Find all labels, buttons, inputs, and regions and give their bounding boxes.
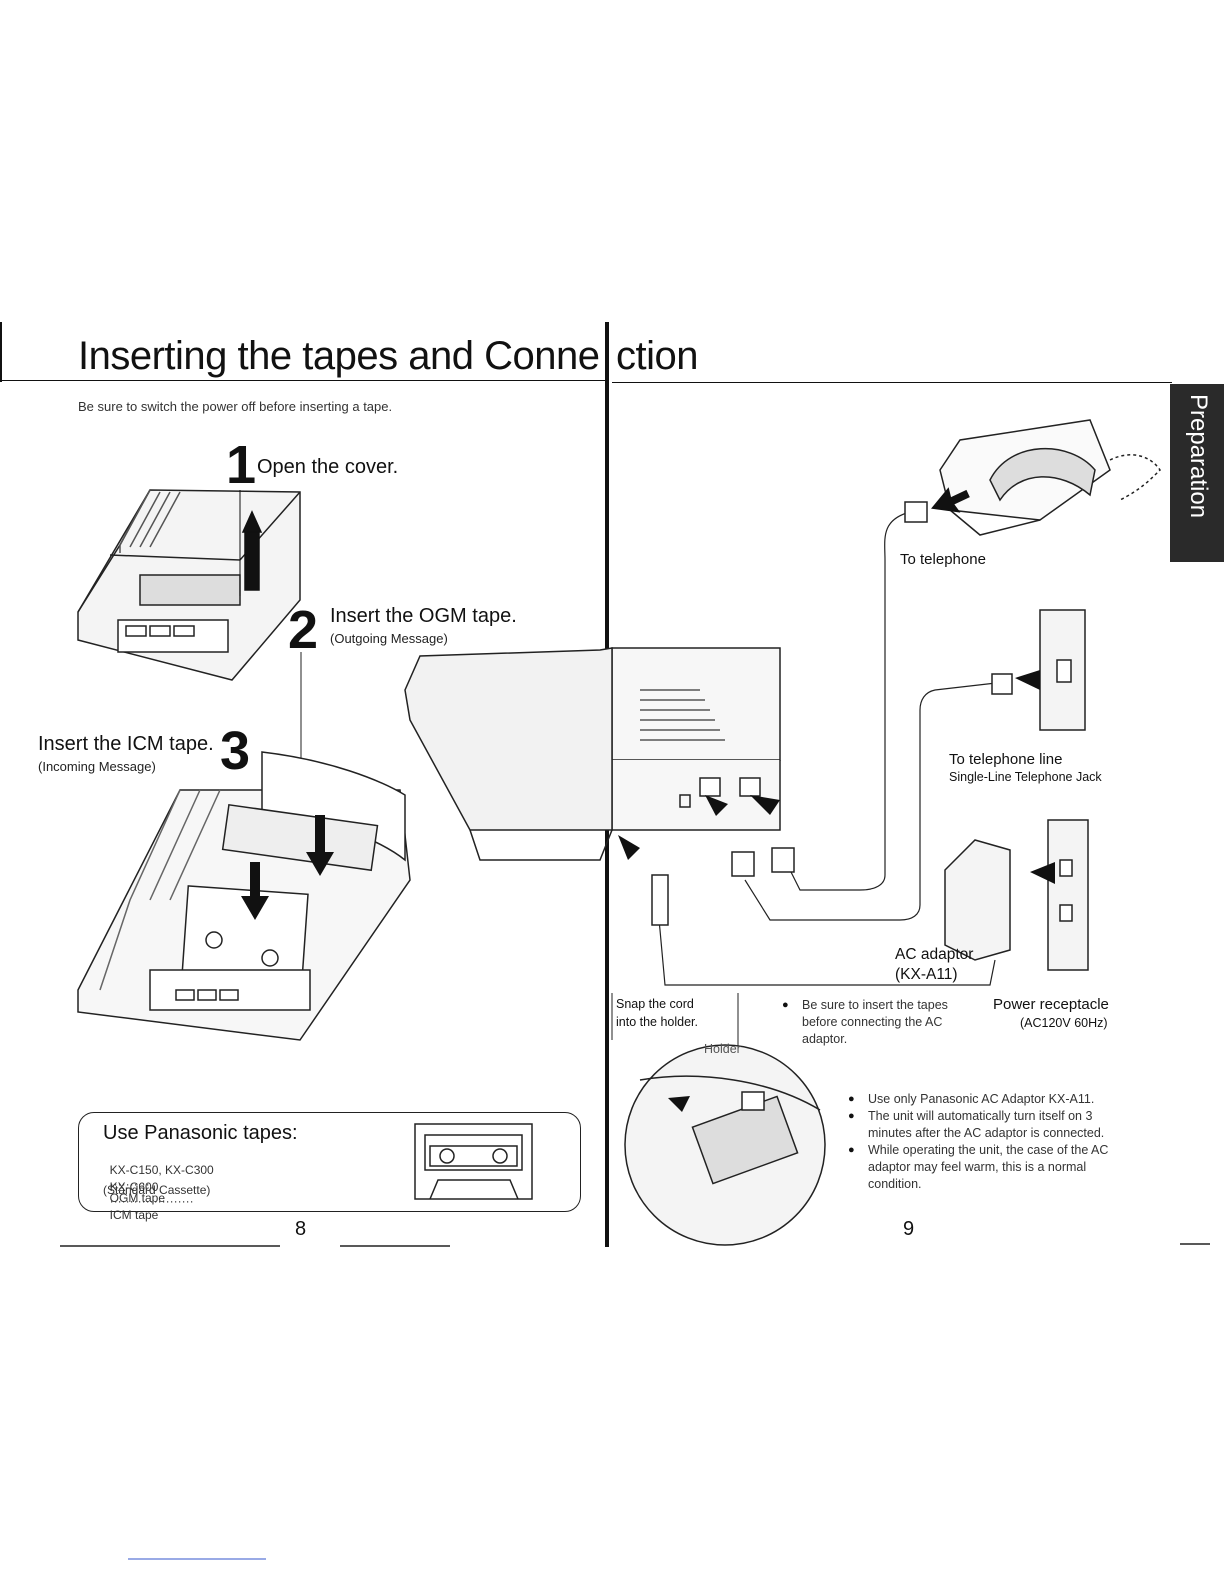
tape-dots: ····················· <box>109 1194 194 1208</box>
telephone-illustration <box>939 419 1161 536</box>
step-1-text: Open the cover. <box>257 456 399 478</box>
label-ac-adaptor: AC adaptor <box>895 946 974 963</box>
step-1-number: 1 <box>226 435 257 495</box>
label-to-telephone-line: To telephone line <box>949 751 1063 768</box>
note-item: Use only Panasonic AC Adaptor KX-A11. <box>848 1091 1128 1108</box>
ac-adaptor-illustration <box>944 839 1011 961</box>
label-snap-holder: into the holder. <box>616 1015 699 1029</box>
cassette-illustration <box>414 1123 533 1200</box>
tape-dots: ·········· <box>109 1177 150 1191</box>
step-3-text: Insert the ICM tape. <box>38 733 214 755</box>
tapes-heading: Use Panasonic tapes: <box>103 1122 298 1144</box>
step-3-subtext: (Incoming Message) <box>38 759 156 774</box>
note-item: The unit will automatically turn itself … <box>848 1108 1128 1142</box>
label-to-telephone: To telephone <box>900 551 986 568</box>
label-power-spec: (AC120V 60Hz) <box>1020 1016 1108 1030</box>
tapes-info-box <box>78 1112 581 1212</box>
section-tab: Preparation <box>1170 384 1224 562</box>
machine-closed-illustration <box>77 489 301 681</box>
page-title-left: Inserting the tapes and Conne <box>78 334 600 378</box>
page-title-right: ction <box>616 334 699 378</box>
wall-power-receptacle <box>1047 819 1089 971</box>
note-main-list: Be sure to insert the tapes before conne… <box>782 997 967 1048</box>
page-number-left: 8 <box>295 1218 307 1240</box>
header-rule-left <box>0 380 608 381</box>
tape-use: OGM tape <box>109 1191 166 1205</box>
step-2-subtext: (Outgoing Message) <box>330 631 448 646</box>
note-main: Be sure to insert the tapes before conne… <box>782 997 967 1048</box>
notes-list: Use only Panasonic AC Adaptor KX-A11. Th… <box>848 1091 1128 1193</box>
label-holder: Holder <box>704 1042 741 1056</box>
label-ac-model: (KX-A11) <box>895 966 958 983</box>
step-2-text: Insert the OGM tape. <box>330 605 517 627</box>
tape-row: KX-C600 ····················· ICM tape <box>103 1166 194 1222</box>
tape-model: KX-C150, KX-C300 <box>109 1163 214 1177</box>
open-arrow <box>239 490 263 596</box>
intro-text: Be sure to switch the power off before i… <box>78 399 393 414</box>
machine-rear-illustration <box>404 647 781 861</box>
label-jack: Single-Line Telephone Jack <box>949 770 1102 784</box>
header-rule-right <box>612 382 1172 383</box>
page-number-right: 9 <box>903 1218 915 1240</box>
step-2-number: 2 <box>288 600 319 660</box>
label-snap-cord: Snap the cord <box>616 997 694 1011</box>
tape-row: KX-C150, KX-C300 ·········· OGM tape <box>103 1149 214 1205</box>
tape-note: (Standard Cassette) <box>103 1183 211 1197</box>
left-edge-mark <box>0 322 2 382</box>
note-item: While operating the unit, the case of th… <box>848 1142 1128 1193</box>
tape-use: ICM tape <box>109 1208 159 1222</box>
tape-model: KX-C600 <box>109 1180 159 1194</box>
step-3-number: 3 <box>220 721 251 781</box>
label-power-receptacle: Power receptacle <box>993 996 1109 1013</box>
